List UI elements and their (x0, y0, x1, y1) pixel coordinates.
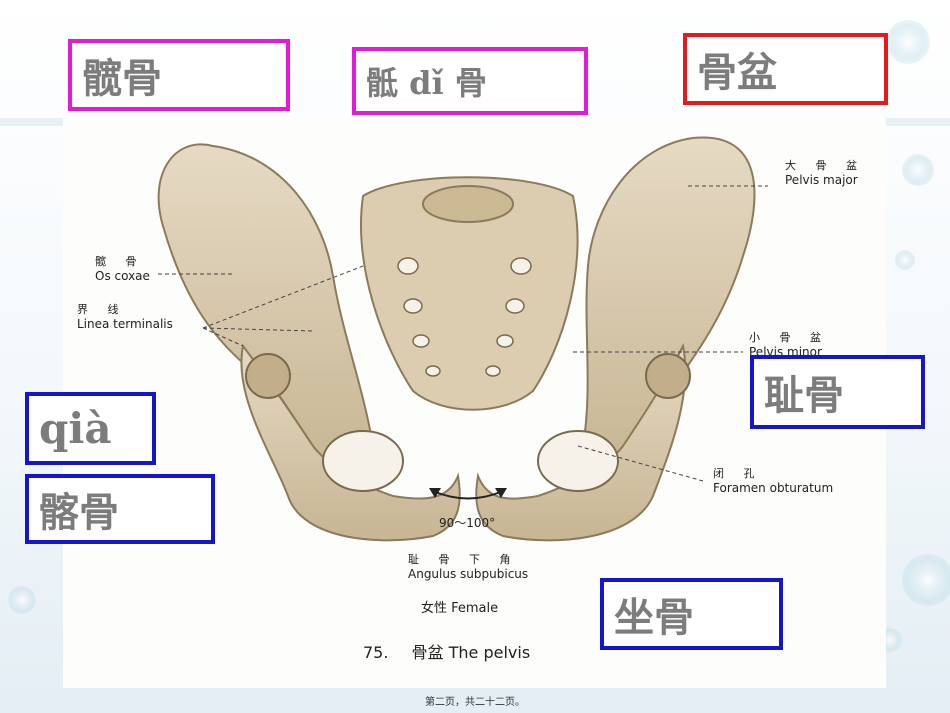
leader-line (202, 265, 364, 329)
label-box-pinyin: qià (25, 392, 156, 465)
linea-terminalis-label: 界 线 Linea terminalis (77, 303, 173, 331)
label-box-hip: 髂骨 (25, 474, 215, 544)
sacral-foramen (505, 298, 525, 314)
label-box-sacrum: 骶 dǐ 骨 (352, 47, 588, 115)
sacral-foramen (485, 365, 501, 377)
sex-label: 女性 Female (421, 601, 499, 616)
label-box-ilium: 髋骨 (68, 39, 290, 111)
right-acetabulum (645, 353, 691, 399)
angle-arrow (432, 490, 504, 500)
label-text: 耻骨 (764, 372, 844, 419)
sacral-promontory (422, 185, 514, 223)
pelvis-major-label: 大 骨 盆 Pelvis major (785, 159, 865, 187)
label-text: 骶 dǐ 骨 (366, 64, 487, 102)
label-box-ischium: 坐骨 (600, 578, 783, 650)
right-ischiopubic-shape (475, 342, 687, 542)
leader-line (202, 327, 314, 332)
sacral-foramen (412, 334, 430, 348)
sacral-foramen (403, 298, 423, 314)
sacral-foramen (510, 257, 532, 275)
page-footer: 第二页，共二十二页。 (425, 697, 525, 708)
caption-text: 骨盆 The pelvis (411, 643, 531, 662)
label-text: 髂骨 (39, 489, 119, 536)
sacral-foramen (496, 334, 514, 348)
leader-line (202, 327, 244, 347)
sacral-foramen (425, 365, 441, 377)
caption-number: 75. (363, 643, 389, 662)
os-coxae-label: 髋 骨 Os coxae (95, 255, 150, 283)
left-ischiopubic-shape (240, 343, 461, 542)
leader-line (577, 445, 704, 482)
label-text: 髋骨 (82, 55, 162, 102)
label-text: 骨盆 (697, 49, 777, 96)
figure-caption: 75. 骨盆 The pelvis (363, 639, 530, 663)
angle-arrow-head (429, 488, 441, 498)
label-box-pelvis: 骨盆 (683, 33, 888, 105)
pelvis-drawing (157, 136, 768, 542)
angle-arrow-head (495, 488, 507, 498)
sacral-foramen (397, 257, 419, 275)
sacrum-shape (360, 176, 579, 411)
foramen-obturatum-label: 闭 孔 Foramen obturatum (713, 467, 834, 495)
angulus-subpubicus-label: 耻 骨 下 角 Angulus subpubicus (408, 553, 529, 581)
right-obturator-foramen (537, 430, 619, 492)
left-acetabulum (245, 353, 291, 399)
label-text: 坐骨 (614, 594, 694, 641)
left-obturator-foramen (322, 430, 404, 492)
label-box-pubis: 耻骨 (750, 355, 925, 429)
label-text: qià (39, 404, 112, 453)
angle-value-label: 90～100° (439, 516, 496, 530)
